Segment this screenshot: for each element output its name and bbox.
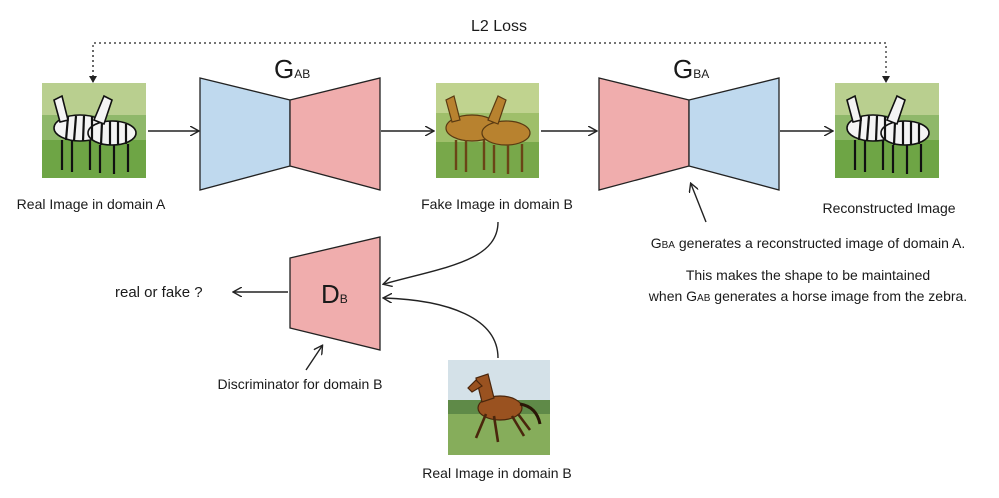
- arrow-fake-to-db: [384, 221, 499, 284]
- note-line-3-pre: when G: [648, 288, 698, 304]
- l2-loss-loop: [92, 42, 890, 83]
- gba-label: GBA: [673, 56, 709, 82]
- fake-image-b: [436, 83, 539, 178]
- gba-letter: G: [673, 54, 694, 84]
- discriminator-caption: Discriminator for domain B: [217, 376, 383, 392]
- l2-loss-label: L2 Loss: [470, 18, 528, 35]
- generator-gba: [598, 77, 780, 191]
- db-subscript: B: [339, 292, 348, 306]
- db-label: DB: [321, 281, 348, 307]
- arrow-realb-to-db: [384, 298, 499, 359]
- real-image-b: [448, 360, 550, 455]
- generator-gab: [199, 77, 381, 191]
- note-line-1-g: G: [650, 235, 662, 251]
- note-line-1: GBA generates a reconstructed image of d…: [651, 236, 966, 251]
- note-line-1-text: generates a reconstructed image of domai…: [674, 235, 966, 251]
- note-line-3: when GAB generates a horse image from th…: [649, 289, 967, 304]
- pointer-to-gba: [691, 184, 707, 223]
- pointer-to-db: [305, 346, 322, 371]
- note-line-3-sub: AB: [697, 293, 711, 304]
- gba-subscript: BA: [693, 67, 710, 81]
- reconstructed-caption: Reconstructed Image: [822, 200, 956, 216]
- real-image-b-caption: Real Image in domain B: [422, 465, 572, 481]
- real-or-fake-label: real or fake ?: [115, 284, 203, 301]
- reconstructed-image: [835, 83, 939, 178]
- db-letter: D: [321, 279, 340, 309]
- fake-image-b-caption: Fake Image in domain B: [421, 196, 573, 212]
- gab-label: GAB: [274, 56, 310, 82]
- note-line-3-text: generates a horse image from the zebra.: [710, 288, 968, 304]
- gab-letter: G: [274, 54, 295, 84]
- real-image-a-caption: Real Image in domain A: [16, 196, 166, 212]
- discriminator-db: [289, 236, 381, 351]
- note-line-1-sub: BA: [661, 240, 675, 251]
- note-line-2: This makes the shape to be maintained: [685, 267, 931, 283]
- gab-subscript: AB: [294, 67, 311, 81]
- real-image-a: [42, 83, 146, 178]
